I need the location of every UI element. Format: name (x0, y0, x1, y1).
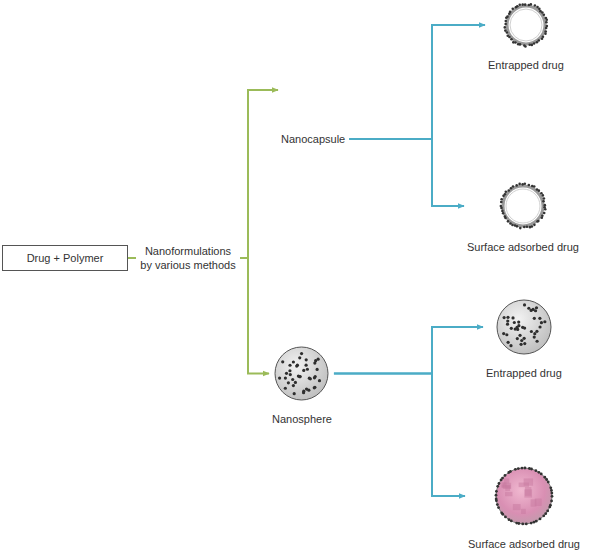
connector-arrow (128, 258, 269, 374)
sphere-particle (495, 298, 553, 356)
particle-node: Nanosphere (270, 345, 334, 426)
connector-arrow (334, 327, 483, 374)
capsule-particle (499, 182, 547, 230)
node-label: Surface adsorbed drug (465, 240, 581, 254)
image-space (289, 80, 337, 128)
node-label: Surface adsorbed drug (466, 537, 582, 551)
particle-node: Entrapped drug (486, 2, 566, 72)
input-box: Drug + Polymer (2, 245, 128, 271)
sphere-particle (273, 345, 330, 402)
particle-node: Surface adsorbed drug (465, 182, 581, 254)
connector-arrow (349, 25, 485, 139)
node-label: Nanosphere (270, 412, 334, 426)
node-label: Drug + Polymer (27, 251, 104, 265)
node-label: Nanocapsule (279, 132, 347, 146)
particle-node: Nanocapsule (279, 80, 347, 146)
connector-arrow (334, 374, 465, 497)
connector-arrow (349, 139, 464, 206)
pink-particle (493, 465, 555, 527)
edge-label: Nanoformulations by various methods (136, 243, 240, 273)
capsule-particle (503, 2, 549, 48)
particle-node: Entrapped drug (484, 298, 564, 380)
node-label: Entrapped drug (486, 58, 566, 72)
node-label: Entrapped drug (484, 366, 564, 380)
particle-node: Surface adsorbed drug (466, 465, 582, 551)
connector-arrow (128, 90, 278, 258)
